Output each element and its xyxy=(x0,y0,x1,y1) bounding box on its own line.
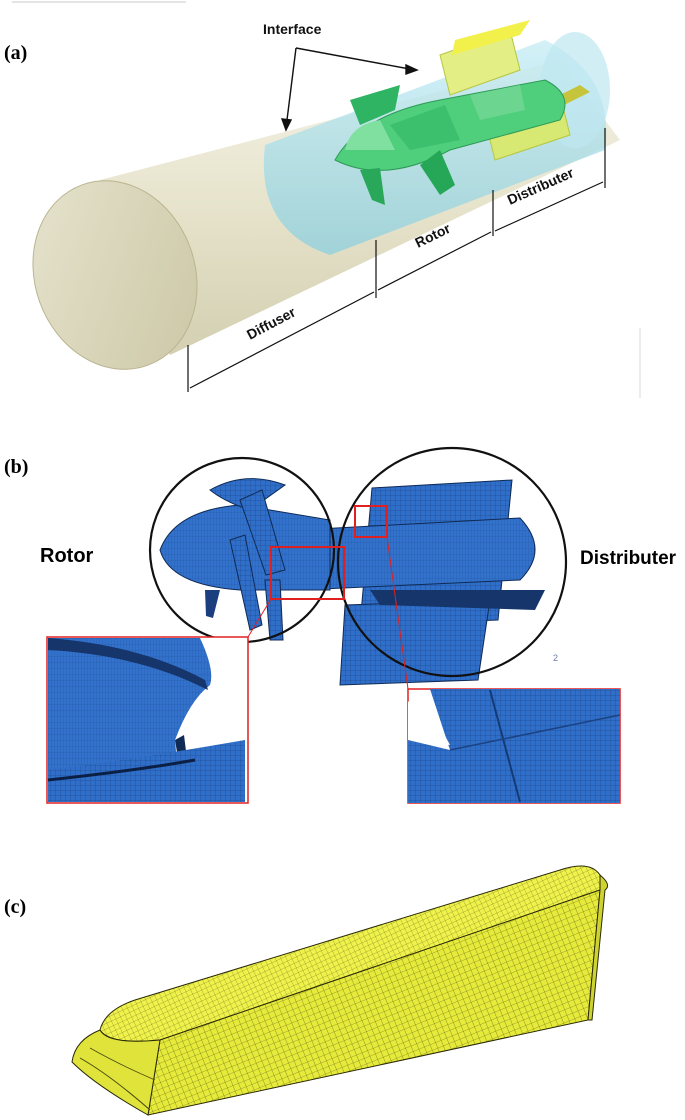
rotor-detail-inset xyxy=(46,636,249,804)
distributer-circle xyxy=(336,446,568,678)
rotor-mesh-label: Rotor xyxy=(40,545,94,567)
rotor-zoom-box xyxy=(270,546,345,600)
rotor-mesh xyxy=(159,478,331,641)
panel-c-figure xyxy=(71,865,609,1116)
dimension-lines xyxy=(187,128,606,392)
domain-mesh xyxy=(71,865,609,1116)
distributer-zoom-box xyxy=(354,505,388,538)
rotor-geometry xyxy=(334,79,566,205)
distributer-mesh-label: Distributer xyxy=(580,548,677,569)
distributer-detail-inset xyxy=(407,688,621,804)
panel-b-figure: 2 xyxy=(46,446,621,804)
interface-arrows xyxy=(280,47,419,132)
distributer-zoom-leader xyxy=(386,536,409,690)
panel-a-figure: Interface Diffuser Rotor Distributer xyxy=(12,1,641,398)
panel-b-label: (b) xyxy=(4,456,29,478)
rotor-zoom-leader xyxy=(247,598,272,638)
panel-c-label: (c) xyxy=(4,896,27,918)
distributer-mesh xyxy=(299,479,545,686)
panel-a-label: (a) xyxy=(4,42,28,64)
interface-label: Interface xyxy=(263,21,322,37)
axis-mark: 2 xyxy=(553,653,558,663)
